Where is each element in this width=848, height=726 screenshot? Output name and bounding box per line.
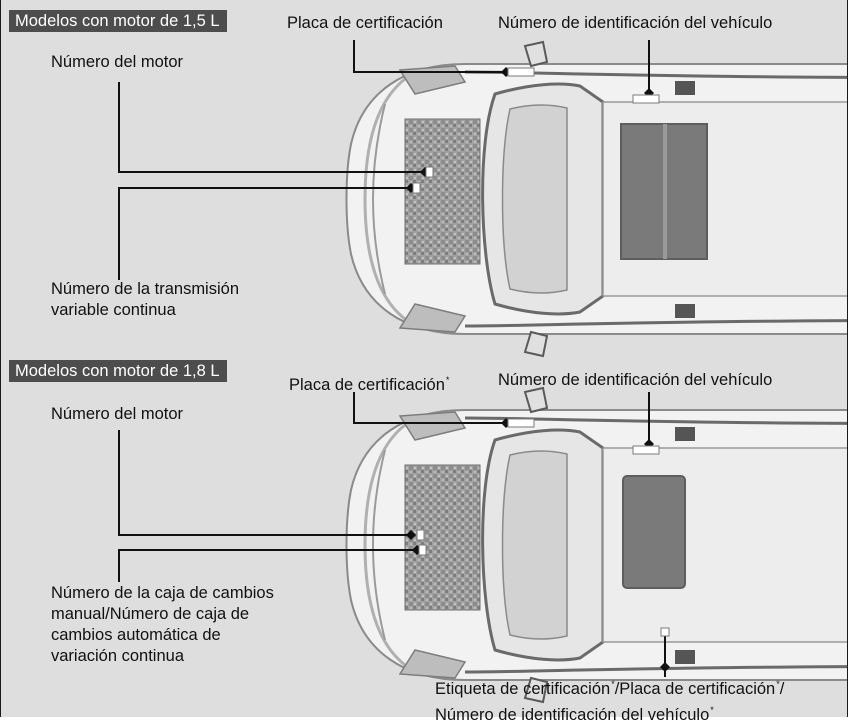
- etiqueta-text: Etiqueta de certificación: [435, 680, 611, 698]
- footnote-mark: *: [611, 679, 615, 689]
- engine-number-label: Número del motor: [51, 53, 184, 71]
- vin-text: Número de identificación del vehículo: [435, 706, 710, 724]
- transmission-number-line-2: variable continua: [51, 301, 176, 319]
- slash-text: /: [614, 680, 620, 698]
- gearbox-number-line-2: manual/Número de caja de: [51, 605, 250, 623]
- certification-plate-text: Placa de certificación: [289, 376, 445, 394]
- gearbox-number-line-3: cambios automática de: [51, 626, 221, 644]
- label-rectangle-icon: [412, 67, 660, 194]
- placa-text: Placa de certificación: [619, 680, 776, 698]
- gearbox-number-label: Número de la caja de cambios manual/Núme…: [51, 583, 274, 667]
- footnote-mark: *: [710, 705, 714, 715]
- car-top-view-icon: [345, 40, 847, 358]
- certification-label-bottom: Etiqueta de certificación*/Placa de cert…: [435, 674, 784, 726]
- certification-plate-label-2: Placa de certificación*: [289, 370, 449, 396]
- footnote-mark: *: [445, 375, 450, 385]
- label-rectangle-icon: [416, 418, 670, 637]
- certification-plate-label: Placa de certificación: [287, 14, 443, 32]
- gearbox-number-line-4: variación continua: [51, 647, 184, 665]
- leader-lines-section-2: [118, 392, 666, 677]
- car-top-view-icon: [345, 386, 847, 704]
- certification-label-line-1: Etiqueta de certificación*/Placa de cert…: [435, 674, 784, 700]
- footnote-mark: *: [776, 679, 780, 689]
- section-1-tag: Modelos con motor de 1,5 L: [9, 10, 227, 32]
- transmission-number-label: Número de la transmisión variable contin…: [51, 279, 239, 321]
- section-2-tag: Modelos con motor de 1,8 L: [9, 360, 227, 382]
- vin-label: Número de identificación del vehículo: [498, 14, 773, 32]
- transmission-number-line-1: Número de la transmisión: [51, 280, 239, 298]
- vin-label-2: Número de identificación del vehículo: [498, 371, 773, 389]
- leader-lines-section-1: [118, 40, 650, 280]
- engine-number-label-2: Número del motor: [51, 405, 184, 423]
- slash-text: /: [779, 680, 785, 698]
- gearbox-number-line-1: Número de la caja de cambios: [51, 584, 274, 602]
- certification-label-line-2: Número de identificación del vehículo*: [435, 700, 784, 726]
